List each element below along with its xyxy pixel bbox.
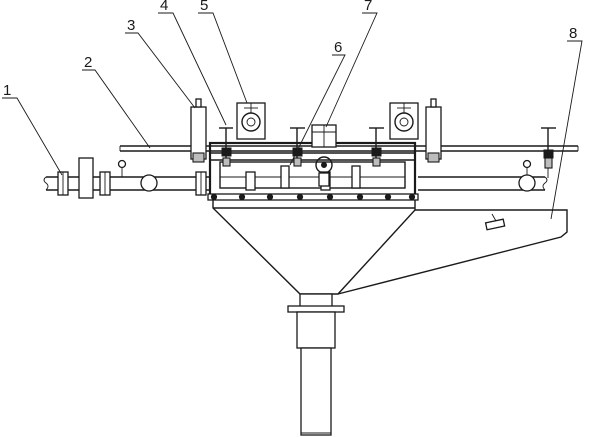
hopper: [212, 200, 416, 295]
side-chute: [337, 209, 568, 295]
callout-labels: 1 2 3 4 5 6 7 8: [3, 0, 577, 99]
center-drive: [311, 124, 337, 187]
left-clamp: [190, 98, 207, 163]
callout-6: 6: [334, 39, 342, 56]
rail-rod: [119, 145, 579, 152]
callout-4: 4: [160, 0, 168, 14]
rod-assembly-3: [369, 127, 384, 167]
callout-2: 2: [84, 54, 92, 71]
right-clamp: [425, 98, 442, 163]
left-pipe: [43, 157, 210, 199]
callout-3: 3: [127, 17, 135, 34]
callout-5: 5: [200, 0, 208, 14]
callout-1: 1: [3, 82, 11, 99]
motor-right: [389, 102, 419, 140]
outlet-pipe: [287, 293, 345, 436]
callout-8: 8: [569, 25, 577, 42]
leader-lines: [2, 12, 583, 220]
callout-7: 7: [364, 0, 372, 14]
bolt-row: [210, 193, 416, 201]
rod-assembly-2: [290, 127, 305, 167]
rod-assembly-1: [219, 127, 233, 167]
rod-assembly-4: [541, 127, 556, 178]
motor-left: [236, 102, 266, 140]
right-pipe: [418, 159, 548, 192]
